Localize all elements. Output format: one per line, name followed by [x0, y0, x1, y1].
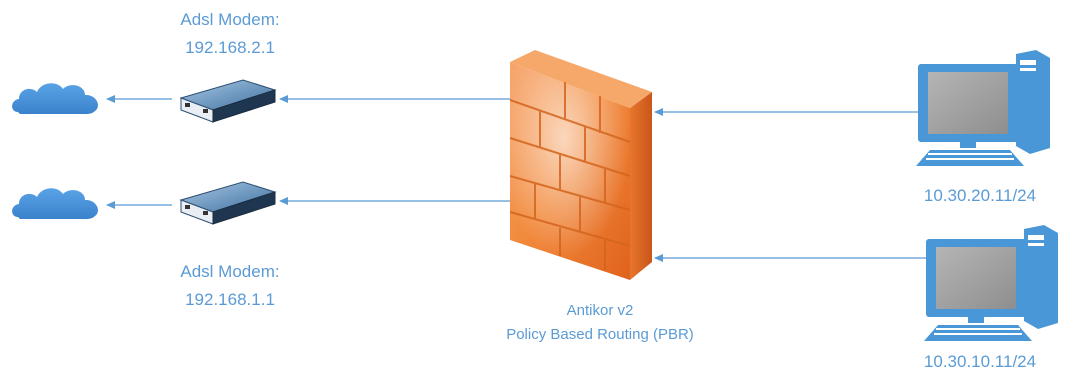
pc-bottom-ip-label: 10.30.10.11/24: [923, 352, 1037, 371]
modem-top-ip-label: 192.168.2.1: [185, 38, 275, 57]
cloud-icon: [12, 188, 99, 219]
firewall-icon: [509, 50, 652, 280]
modem-icon: [179, 79, 277, 123]
computer-icon: [924, 225, 1058, 341]
modem-bottom-name-label: Adsl Modem:: [180, 262, 280, 281]
modem-top-name-label: Adsl Modem:: [180, 10, 280, 29]
firewall-name-label: Antikor v2: [566, 302, 634, 319]
modem-bottom-ip-label: 192.168.1.1: [185, 290, 275, 309]
computer-icon: [916, 50, 1050, 166]
pc-top-ip-label: 10.30.20.11/24: [923, 186, 1037, 205]
connection-arrows: [106, 95, 928, 262]
modem-icon: [179, 181, 277, 225]
firewall-subtitle-label: Policy Based Routing (PBR): [506, 326, 694, 343]
cloud-icon: [12, 83, 99, 114]
